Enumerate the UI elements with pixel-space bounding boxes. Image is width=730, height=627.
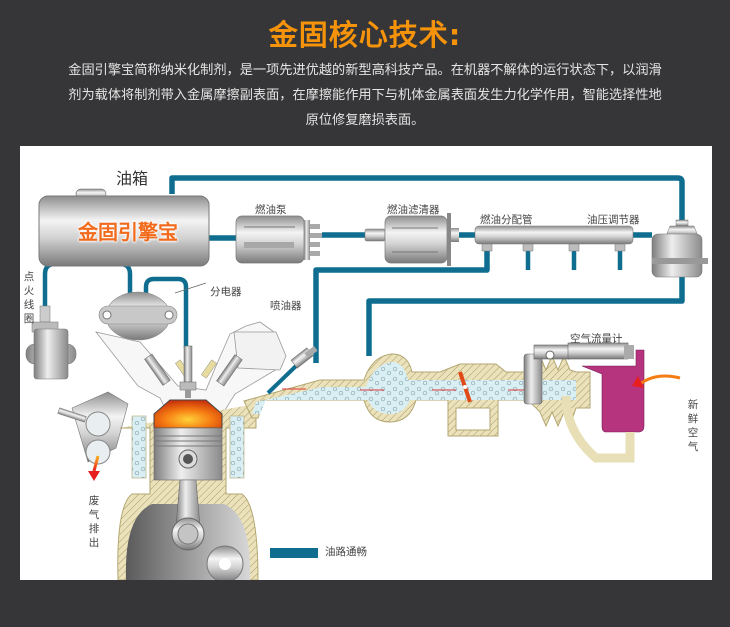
fuel-line-tank-to-regulator: [169, 175, 685, 226]
label-fuel-filter: 燃油滤清器: [387, 204, 440, 216]
label-fuel-pump: 燃油泵: [255, 204, 287, 216]
engine-block: [117, 399, 259, 580]
fuel-injector: [266, 345, 318, 395]
char: 鲜: [687, 413, 699, 425]
label-fresh-air: 新 鲜 空 气: [687, 398, 699, 454]
char: 气: [88, 509, 100, 521]
char: 气: [687, 441, 699, 453]
engine-diagram: [25, 175, 708, 580]
label-air-flow-meter: 空气流量计: [570, 333, 623, 345]
label-fuel-rail: 燃油分配管: [480, 214, 533, 226]
fresh-air-arrow-icon: [632, 376, 644, 388]
label-fuel-tank: 油箱: [116, 169, 149, 188]
ignition-coil: [25, 305, 77, 380]
char: 排: [88, 523, 100, 535]
label-pressure-regulator: 油压调节器: [587, 214, 640, 226]
ignition-wire-2: [143, 276, 189, 348]
legend-swatch-fuel-line: [270, 548, 318, 558]
char: 新: [687, 399, 699, 411]
fuel-tank: [38, 188, 210, 267]
intake-manifold: [243, 345, 591, 437]
intro-text: 金固引擎宝简称纳米化制剂，是一项先进优越的新型高科技产品。在机器不解体的运行状态…: [28, 58, 702, 133]
fuel-lines: [42, 175, 685, 363]
engine-diagram-panel: 油箱 金固引擎宝 燃油泵 燃油滤清器 燃油分配管 油压调节器 分电器 喷油器 空…: [20, 146, 712, 580]
fuel-line-regulator-return: [366, 264, 685, 356]
label-exhaust: 废 气 排 出: [88, 494, 100, 550]
distributor: [98, 282, 207, 341]
page-title: 金固核心技术:: [268, 18, 462, 52]
fuel-line-coupling: [364, 228, 386, 242]
char: 点: [23, 271, 35, 283]
char: 空: [687, 427, 699, 439]
fuel-rail: [474, 225, 634, 252]
fuel-filter: [384, 213, 459, 266]
exhaust-arrow-icon: [88, 471, 100, 481]
fuel-pump: [235, 215, 322, 264]
intro-line: 剂为载体将制剂带入金属摩擦副表面，在摩擦能作用下与机体金属表面发生力化学作用，智…: [68, 88, 662, 103]
char: 出: [88, 537, 100, 549]
exhaust-manifold: [57, 391, 129, 481]
char: 圈: [23, 313, 35, 325]
rail-injector-nozzles: [525, 250, 623, 270]
label-injector: 喷油器: [270, 300, 302, 312]
air-flow-meter: [523, 342, 681, 463]
char: 线: [23, 299, 35, 311]
intro-line: 金固引擎宝简称纳米化制剂，是一项先进优越的新型高科技产品。在机器不解体的运行状态…: [68, 63, 662, 78]
tank-brand-label: 金固引擎宝: [78, 220, 178, 244]
legend-label-fuel-line: 油路通畅: [325, 546, 367, 558]
spark-plug: [179, 345, 197, 398]
intro-line: 原位修复磨损表面。: [305, 113, 425, 128]
pressure-regulator: [651, 219, 708, 278]
label-ignition-coil: 点 火 线 圈: [23, 270, 35, 326]
char: 废: [88, 495, 100, 507]
label-distributor: 分电器: [210, 286, 242, 298]
air-flow-arrows: [282, 388, 532, 391]
char: 火: [23, 285, 35, 297]
fuel-line-rail-to-injector: [313, 248, 490, 363]
